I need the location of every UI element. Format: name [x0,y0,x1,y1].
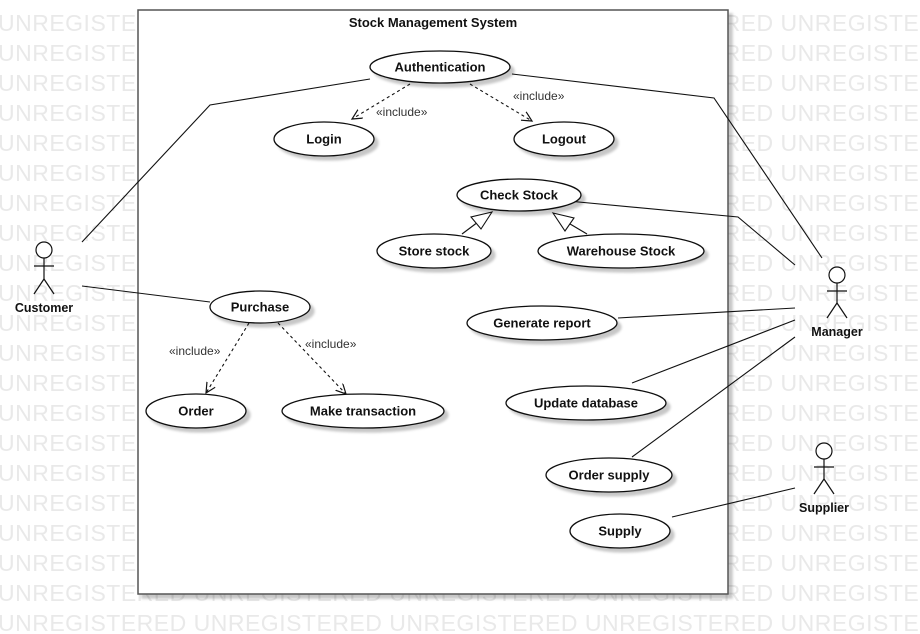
use-case-label: Authentication [395,60,486,75]
assoc-authentication-manager [511,73,823,259]
use-case-store-stock[interactable]: Store stock [376,233,492,269]
actor-label: Customer [15,301,73,315]
use-case-check-stock[interactable]: Check Stock [456,178,582,212]
association-lines [81,73,823,518]
assoc-checkstock-manager [567,200,796,266]
assoc-customer-purchase [81,285,211,303]
use-case-label: Make transaction [310,404,416,419]
stick-figure-icon [33,241,55,295]
use-case-authentication[interactable]: Authentication [369,50,511,84]
include-label-login: «include» [376,105,428,119]
stick-figure-icon [826,266,848,319]
include-purchase-transaction [277,322,346,394]
use-case-supply[interactable]: Supply [569,513,671,549]
use-case-login[interactable]: Login [273,121,375,157]
use-case-label: Generate report [493,316,591,331]
assoc-updatedatabase-manager [631,319,796,384]
actor-customer[interactable]: Customer [15,241,73,315]
system-title: Stock Management System [349,15,517,30]
use-case-label: Logout [542,132,587,147]
use-case-make-transaction[interactable]: Make transaction [281,393,445,429]
actor-label: Manager [811,325,863,339]
generalization-store-head [470,211,494,230]
include-purchase-order [206,322,250,393]
include-dependencies [206,83,532,394]
use-case-label: Check Stock [480,188,559,203]
use-case-label: Purchase [231,300,290,315]
actor-supplier[interactable]: Supplier [799,442,849,515]
use-case-generate-report[interactable]: Generate report [466,305,618,341]
use-case-label: Warehouse Stock [567,244,676,259]
use-case-label: Order supply [569,468,651,483]
use-case-label: Login [306,132,341,147]
assoc-generatereport-manager [617,307,796,319]
include-label-order: «include» [169,344,221,358]
actor-label: Supplier [799,501,849,515]
use-case-label: Supply [598,524,642,539]
use-case-warehouse-stock[interactable]: Warehouse Stock [537,233,705,269]
actor-manager[interactable]: Manager [811,266,863,339]
use-case-purchase[interactable]: Purchase [209,290,311,324]
generalization-arrows [461,211,588,235]
use-case-logout[interactable]: Logout [513,121,615,157]
include-auth-logout [469,83,532,121]
assoc-ordersupply-manager [631,336,796,458]
use-case-update-database[interactable]: Update database [505,385,667,421]
use-case-order[interactable]: Order [145,393,247,429]
include-label-logout: «include» [513,89,565,103]
use-case-order-supply[interactable]: Order supply [545,457,673,493]
use-case-label: Order [178,404,213,419]
stick-figure-icon [813,442,835,495]
use-case-label: Update database [534,396,638,411]
assoc-supply-supplier [671,487,796,518]
include-label-transaction: «include» [305,337,357,351]
generalization-warehouse-head [551,212,575,232]
assoc-customer-authentication [81,78,371,243]
use-case-label: Store stock [399,244,471,259]
include-auth-login [352,83,411,119]
